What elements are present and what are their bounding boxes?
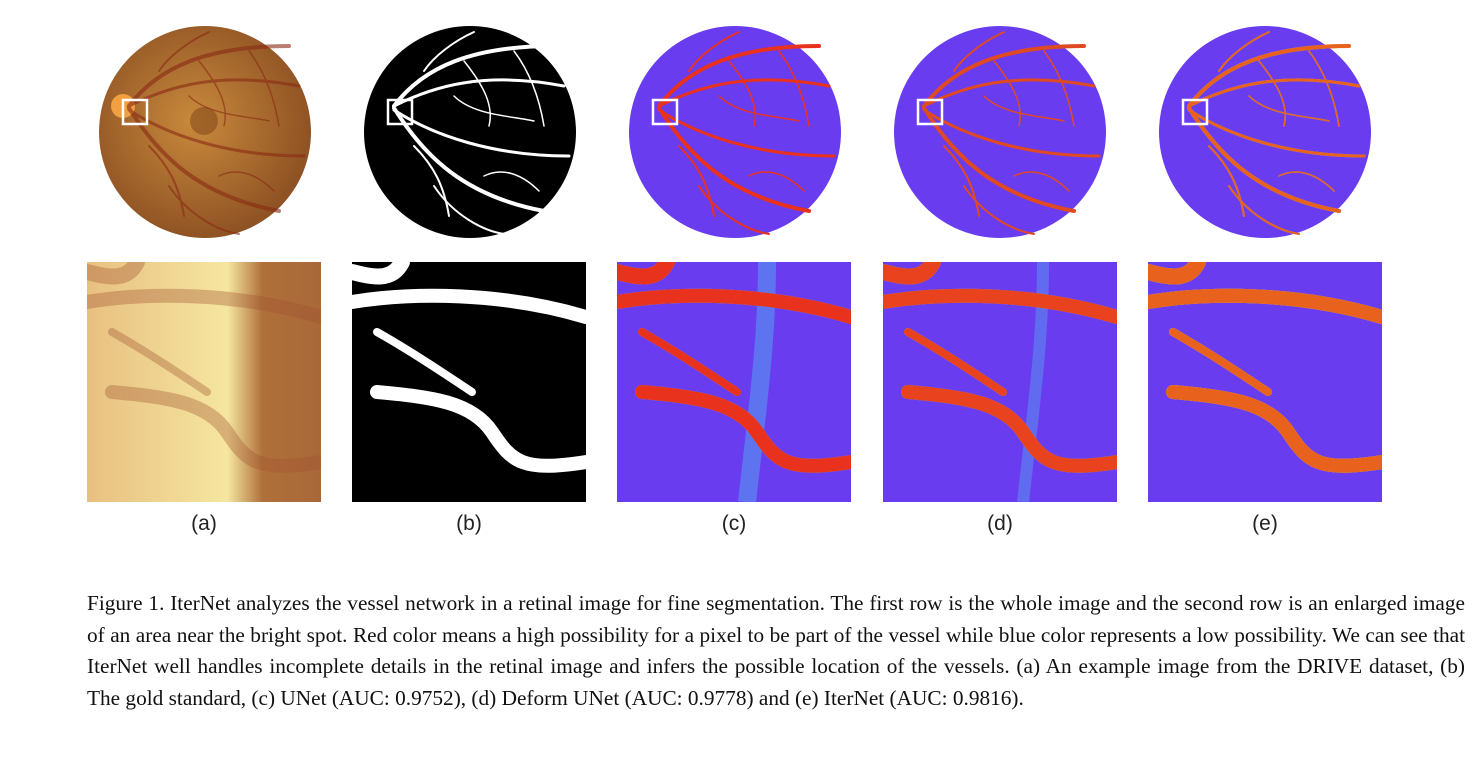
- panel-e-zoom: [1148, 262, 1382, 502]
- iternet-heatmap-full: [1159, 26, 1371, 238]
- unet-heatmap-full: [629, 26, 841, 238]
- gold-standard-zoom: [352, 262, 586, 502]
- deform-unet-heatmap-full: [894, 26, 1106, 238]
- panel-c-zoom: [617, 262, 851, 503]
- deform-unet-heatmap-zoom: [883, 262, 1117, 503]
- panel-a-full: [99, 26, 311, 238]
- panel-label-e: (e): [1252, 512, 1278, 535]
- retinal-photo-full: [99, 26, 311, 238]
- gold-standard-full: [364, 26, 576, 238]
- panel-b-zoom: [352, 262, 586, 502]
- retinal-photo-zoom: [87, 262, 321, 502]
- iternet-heatmap-zoom: [1148, 262, 1382, 502]
- figure-caption: Figure 1. IterNet analyzes the vessel ne…: [87, 591, 1465, 710]
- panel-c-full: [629, 26, 841, 238]
- panel-label-c: (c): [721, 512, 747, 535]
- panel-d-full: [894, 26, 1106, 238]
- panel-label-b: (b): [456, 512, 482, 535]
- panel-label-d: (d): [987, 512, 1013, 535]
- unet-heatmap-zoom: [617, 262, 851, 503]
- panel-a-zoom: [87, 262, 321, 502]
- panel-d-zoom: [883, 262, 1117, 503]
- panel-e-full: [1159, 26, 1371, 238]
- panel-b-full: [364, 26, 576, 238]
- panel-label-a: (a): [191, 512, 217, 535]
